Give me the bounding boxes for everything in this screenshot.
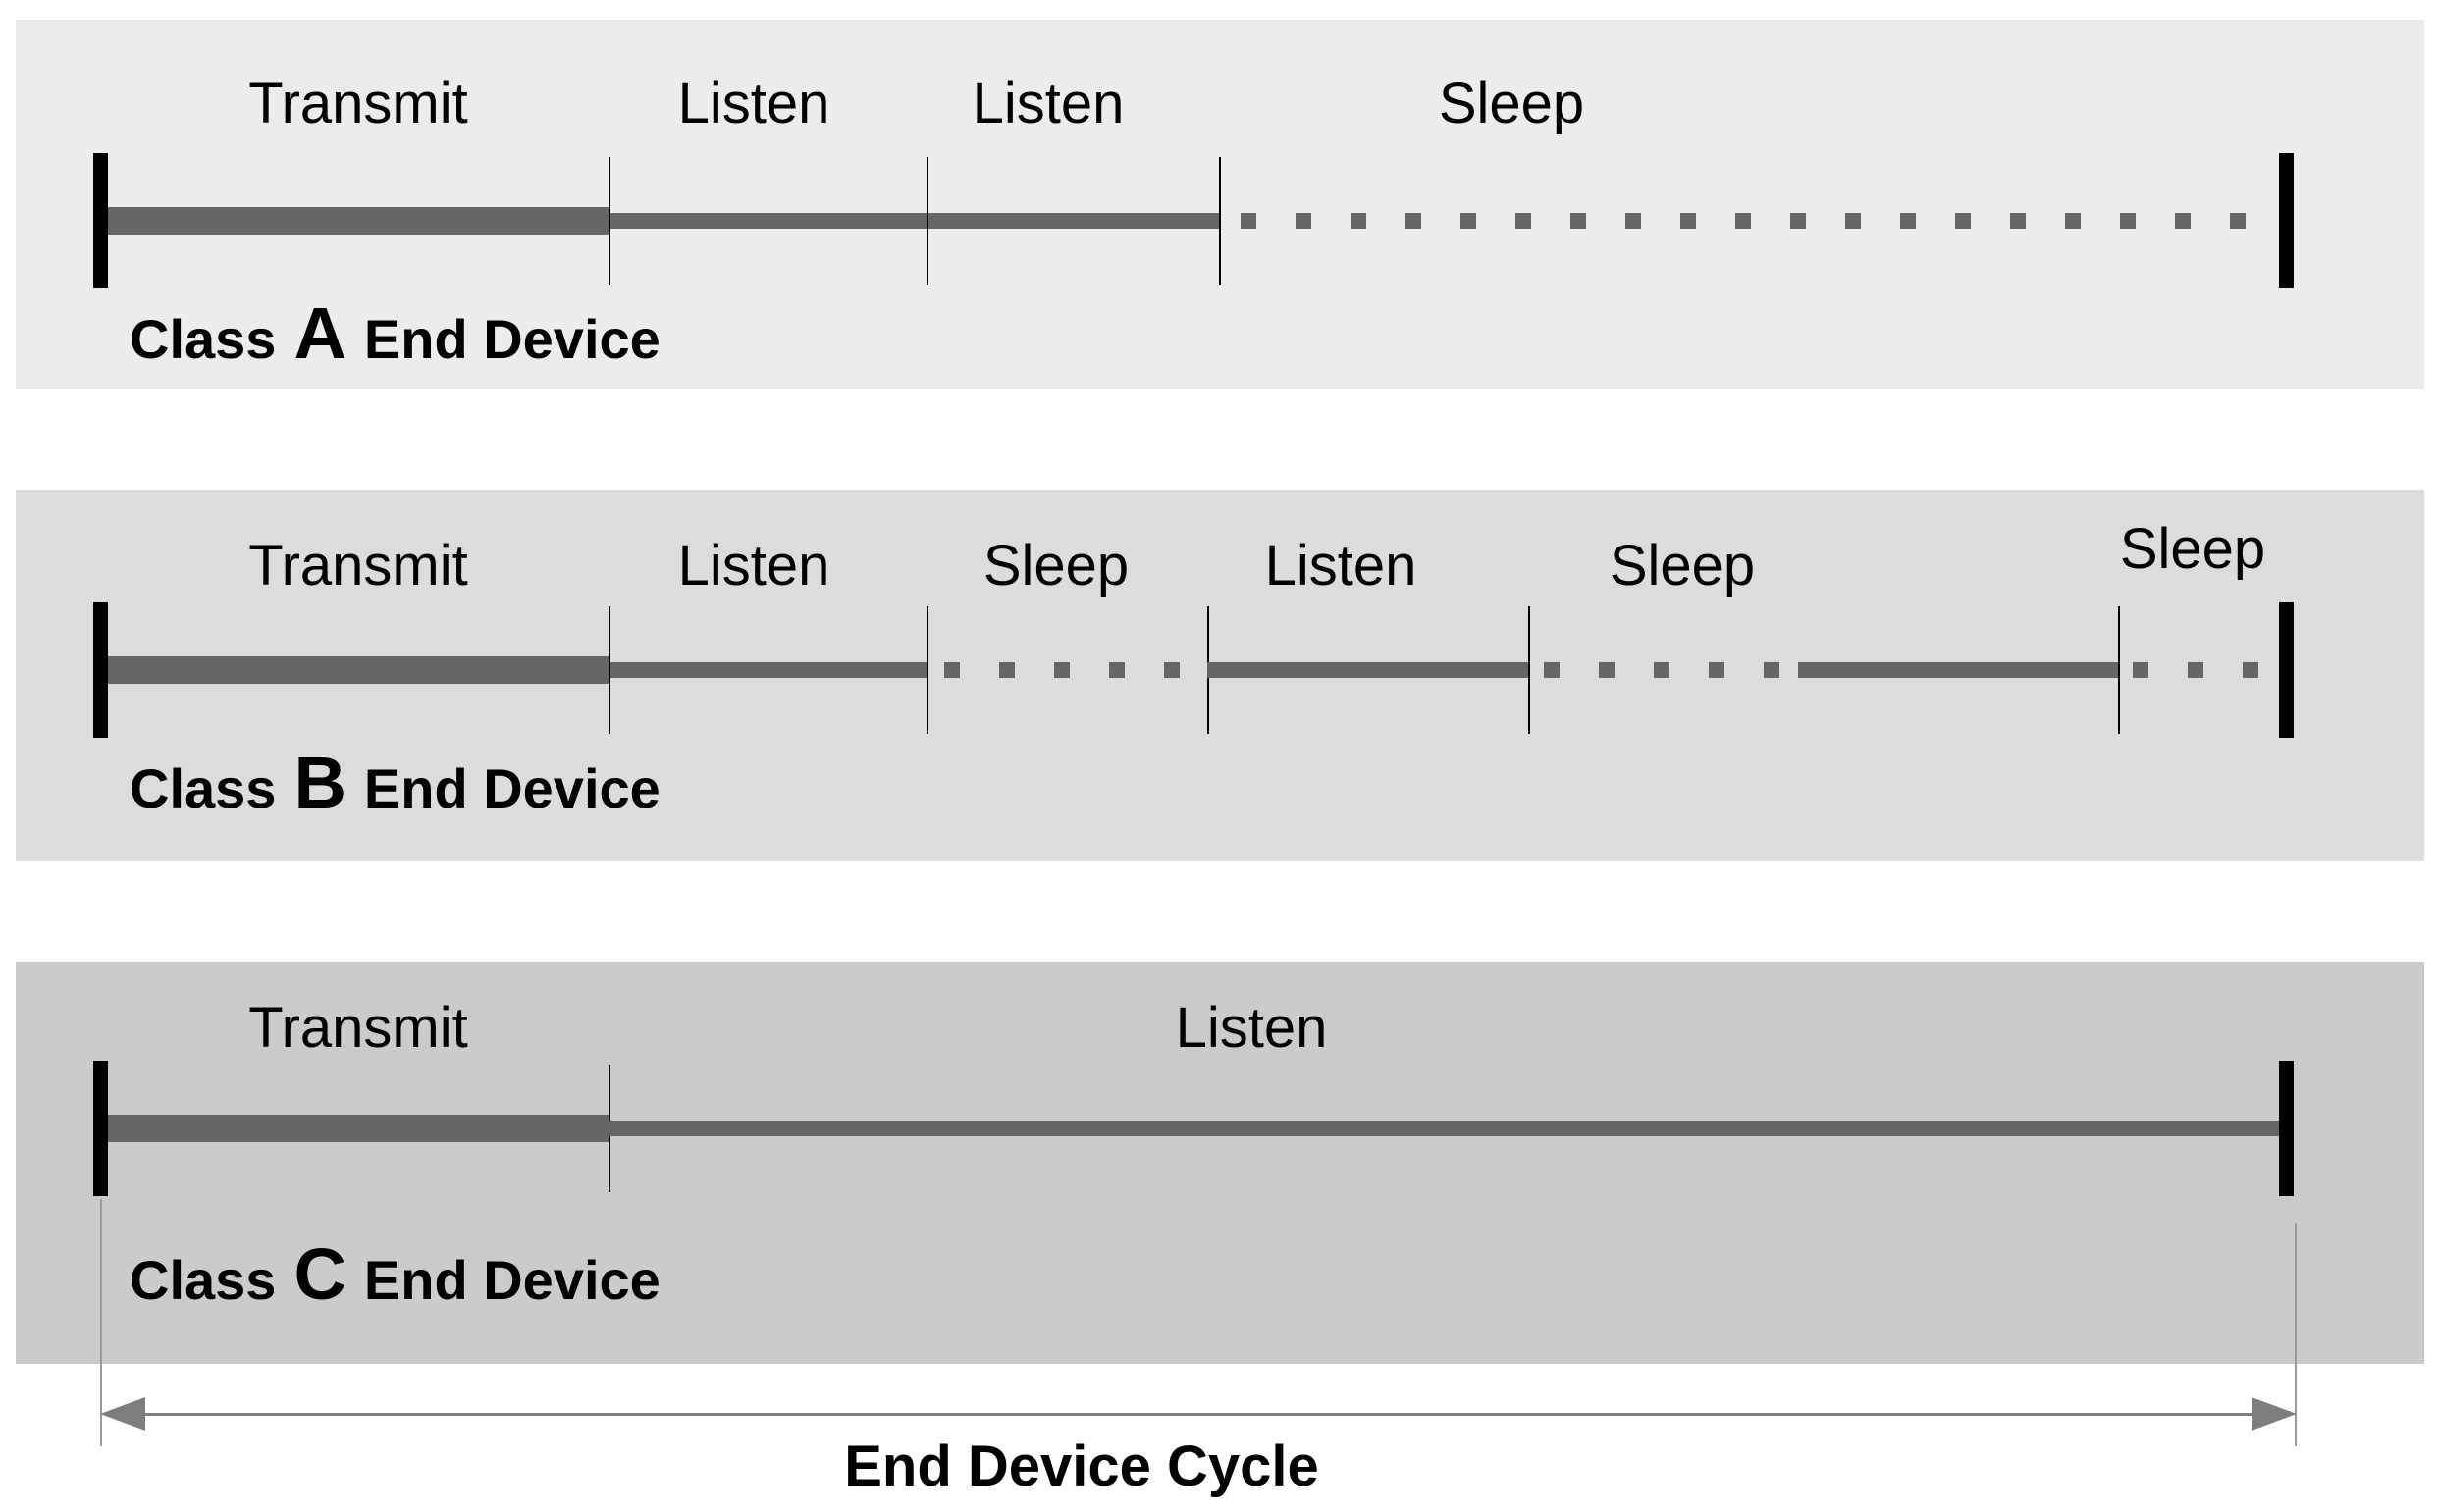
band-b-listen1-label: Listen xyxy=(677,534,830,598)
band-b-listen1-line xyxy=(609,662,927,678)
cycle-extension-line-right xyxy=(2295,1223,2297,1446)
band-a-divider-3 xyxy=(1219,157,1221,285)
band-b-divider-4 xyxy=(1528,606,1530,734)
band-a-class-label: Class A End Device xyxy=(130,297,661,370)
band-b-end-marker xyxy=(2279,602,2294,738)
band-a-divider-1 xyxy=(609,157,610,285)
band-c-class-suffix: End Device xyxy=(363,1249,661,1311)
band-b-sleep3-dots xyxy=(2133,662,2278,678)
band-c-transmit-label: Transmit xyxy=(248,996,468,1060)
band-c-start-marker xyxy=(93,1061,108,1196)
band-c-transmit-bar xyxy=(108,1115,609,1142)
band-a-sleep-label: Sleep xyxy=(1438,72,1585,135)
band-b-class-letter: B xyxy=(293,742,346,823)
band-a-start-marker xyxy=(93,153,108,288)
cycle-arrow-line xyxy=(143,1413,2253,1416)
band-b-solid-run xyxy=(1798,662,2118,678)
band-b-divider-2 xyxy=(927,606,928,734)
band-c-end-marker xyxy=(2279,1061,2294,1196)
band-c-class-prefix: Class xyxy=(130,1249,277,1311)
band-b-class-suffix: End Device xyxy=(363,757,661,819)
band-c-listen-label: Listen xyxy=(1175,996,1328,1060)
band-a-class-prefix: Class xyxy=(130,308,277,370)
band-a-class-suffix: End Device xyxy=(363,308,661,370)
band-b-sleep1-dots xyxy=(944,662,1197,678)
band-a-sleep-dots xyxy=(1241,213,2277,229)
band-b-sleep2-label: Sleep xyxy=(1609,534,1756,598)
cycle-extension-line-left xyxy=(100,1199,102,1446)
band-b-listen2-line xyxy=(1207,662,1528,678)
band-b-class-prefix: Class xyxy=(130,757,277,819)
band-a-class-letter: A xyxy=(293,292,346,374)
band-a-end-marker xyxy=(2279,153,2294,288)
band-b-sleep1-label: Sleep xyxy=(982,534,1130,598)
band-b-listen2-label: Listen xyxy=(1264,534,1417,598)
band-a-listen2-label: Listen xyxy=(972,72,1125,135)
left-arrowhead-icon xyxy=(100,1397,145,1431)
band-c-class-letter: C xyxy=(293,1233,346,1315)
band-b-divider-5 xyxy=(2118,606,2120,734)
band-a-divider-2 xyxy=(927,157,928,285)
band-b-divider-1 xyxy=(609,606,610,734)
band-a-transmit-bar xyxy=(108,207,609,235)
band-b-transmit-bar xyxy=(108,656,609,684)
band-c-listen-line xyxy=(609,1121,2279,1136)
band-a-listen1-label: Listen xyxy=(677,72,830,135)
end-device-cycle-label: End Device Cycle xyxy=(844,1434,1319,1498)
band-b-start-marker xyxy=(93,602,108,738)
band-b-sleep3-label: Sleep xyxy=(2119,517,2266,581)
band-a-transmit-label: Transmit xyxy=(248,72,468,135)
band-b-transmit-label: Transmit xyxy=(248,534,468,598)
band-b-class-label: Class B End Device xyxy=(130,747,661,819)
right-arrowhead-icon xyxy=(2252,1397,2297,1431)
band-a-listen-line xyxy=(609,213,1219,229)
band-c-class-label: Class C End Device xyxy=(130,1238,661,1311)
band-b-sleep2-dots xyxy=(1544,662,1791,678)
band-class-c xyxy=(16,962,2424,1364)
